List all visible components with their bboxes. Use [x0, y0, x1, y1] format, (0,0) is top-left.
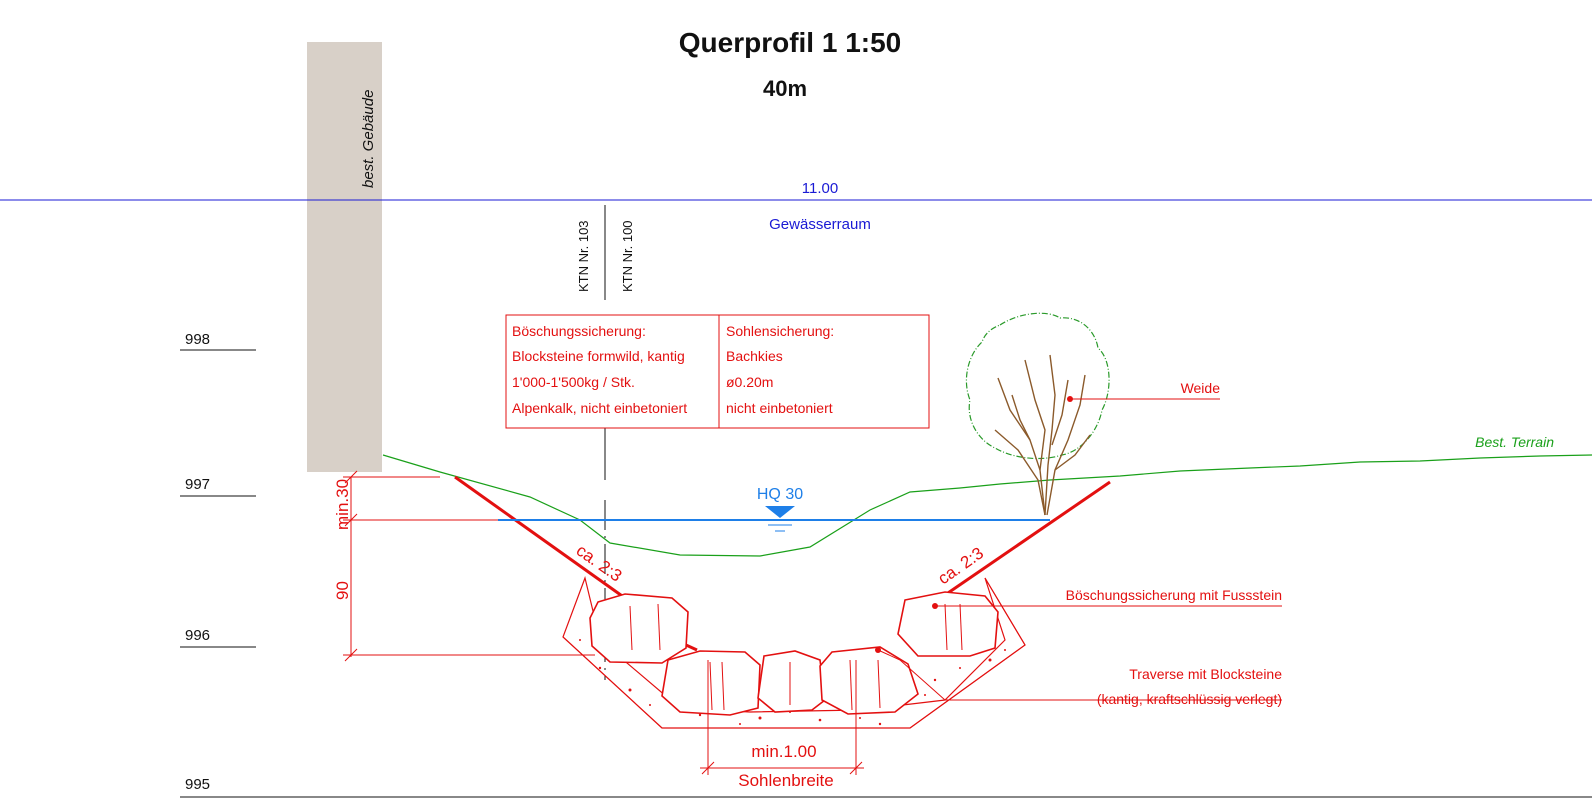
right-embankment: [944, 480, 1111, 597]
drawing-title: Querprofil 1 1:50: [679, 27, 902, 58]
drawing-subtitle: 40m: [763, 76, 807, 101]
water-level-icon: [765, 506, 795, 518]
elevation-label: 998: [185, 331, 210, 348]
bed-width-dimension: [700, 660, 864, 775]
spec-left-line: Alpenkalk, nicht einbetoniert: [512, 400, 687, 416]
hq30-label: HQ 30: [757, 486, 803, 503]
elevation-label: 995: [185, 776, 210, 793]
traverse-label-2: (kantig, kraftschlüssig verlegt): [1097, 691, 1282, 707]
boulder-bed-3: [819, 646, 919, 715]
elevation-label: 997: [185, 476, 210, 493]
depth-dimension: 90: [333, 581, 352, 600]
spec-right-line: ø0.20m: [726, 374, 773, 390]
terrain-label: Best. Terrain: [1475, 434, 1554, 450]
bed-outline: [562, 577, 1026, 729]
spec-left-line: Blocksteine formwild, kantig: [512, 348, 685, 364]
existing-terrain-line: [382, 454, 1592, 557]
spec-right-line: Sohlensicherung:: [726, 323, 834, 339]
tree-label: Weide: [1181, 380, 1221, 396]
boulder-bed-2: [757, 650, 826, 713]
elevation-label: 996: [185, 627, 210, 644]
freeboard-dimension: min.30: [333, 479, 352, 530]
spec-right-line: Bachkies: [726, 348, 783, 364]
boulder-right-toe: [897, 591, 999, 657]
ktn-right-label: KTN Nr. 100: [620, 220, 635, 292]
traverse-leader: [877, 649, 1282, 701]
spec-box: Böschungssicherung: Blocksteine formwild…: [505, 314, 930, 429]
willow-tree: [965, 312, 1110, 516]
building-label: best. Gebäude: [360, 90, 377, 188]
tree-canopy: [965, 312, 1110, 460]
toe-stone-label: Böschungssicherung mit Fussstein: [1066, 587, 1282, 603]
waterspace-width: 11.00: [802, 180, 838, 197]
boulders: [589, 591, 999, 716]
traverse-label-1: Traverse mit Blocksteine: [1129, 666, 1282, 682]
spec-left-line: 1'000-1'500kg / Stk.: [512, 374, 635, 390]
waterspace-label: Gewässerraum: [769, 216, 871, 233]
boulder-left-toe: [589, 593, 689, 664]
spec-right-line: nicht einbetoniert: [726, 400, 833, 416]
elevation-scale: 998 997 996 995: [180, 331, 1592, 798]
existing-building: [307, 42, 382, 472]
ktn-left-label: KTN Nr. 103: [576, 220, 591, 292]
bed-width-value: min.1.00: [751, 742, 816, 761]
vertical-dimension: [343, 470, 595, 662]
left-embankment: [454, 475, 626, 600]
spec-left-line: Böschungssicherung:: [512, 323, 646, 339]
slope-right-label: ca. 2:3: [934, 543, 987, 588]
bed-width-label: Sohlenbreite: [738, 771, 833, 790]
